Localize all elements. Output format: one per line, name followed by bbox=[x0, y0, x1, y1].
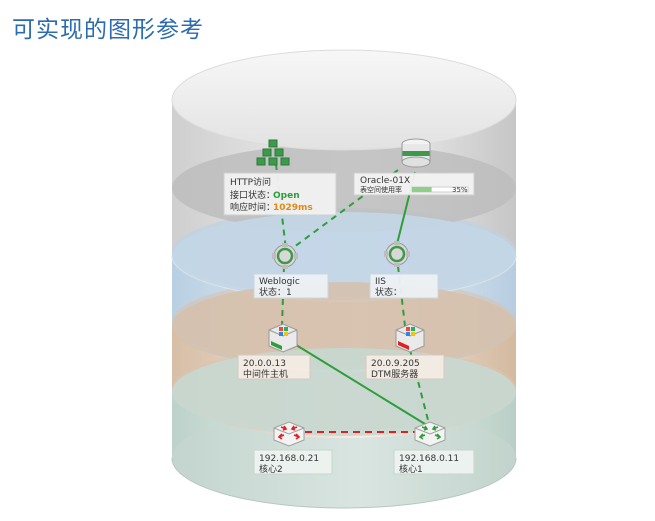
page-title: 可实现的图形参考 bbox=[12, 17, 204, 43]
oracle-title: Oracle-01X bbox=[360, 176, 410, 186]
node-weblogic[interactable]: Weblogic 状态：1 bbox=[253, 243, 329, 299]
weblogic-info-box bbox=[253, 273, 329, 299]
node-oracle[interactable]: Oracle-01X 表空间使用率 35% bbox=[353, 138, 475, 196]
weblogic-title: Weblogic bbox=[259, 277, 300, 287]
http-info-box bbox=[223, 172, 337, 216]
core1-name: 核心1 bbox=[399, 463, 423, 475]
http-time-label: 响应时间： bbox=[230, 201, 275, 213]
core1-ip: 192.168.0.11 bbox=[399, 454, 459, 464]
core2-ip: 192.168.0.21 bbox=[259, 454, 319, 464]
oracle-usage-percent: 35% bbox=[452, 186, 468, 194]
node-iis[interactable]: IIS 状态： bbox=[369, 241, 439, 299]
node-http[interactable]: HTTP访问 接口状态： Open 响应时间： 1029ms bbox=[223, 139, 337, 216]
http-title: HTTP访问 bbox=[230, 176, 271, 188]
host2-info-box bbox=[365, 354, 445, 380]
host2-ip: 20.0.9.205 bbox=[371, 359, 420, 369]
network-cluster-icon bbox=[256, 139, 290, 166]
node-core2[interactable]: 192.168.0.21 核心2 bbox=[253, 421, 333, 475]
http-time-value: 1029ms bbox=[273, 203, 313, 213]
core-switch-icon bbox=[414, 421, 446, 447]
node-host1[interactable]: 20.0.0.13 中间件主机 bbox=[237, 323, 311, 380]
core2-info-box bbox=[253, 449, 333, 475]
link-host1-core1[interactable] bbox=[287, 339, 426, 425]
iis-status: 状态： bbox=[375, 286, 402, 298]
node-core1[interactable]: 192.168.0.11 核心1 bbox=[393, 421, 475, 475]
node-host2[interactable]: 20.0.9.205 DTM服务器 bbox=[365, 323, 445, 380]
core2-name: 核心2 bbox=[259, 463, 283, 475]
database-icon bbox=[401, 138, 431, 168]
http-status-value: Open bbox=[273, 191, 300, 201]
iis-title: IIS bbox=[375, 277, 386, 287]
host1-ip: 20.0.0.13 bbox=[243, 359, 286, 369]
oracle-usage-fill bbox=[412, 187, 432, 192]
core-switch-icon bbox=[273, 421, 305, 447]
middleware-gear-icon bbox=[384, 241, 410, 267]
weblogic-status: 状态：1 bbox=[259, 286, 292, 298]
windows-server-icon bbox=[268, 323, 298, 353]
host1-name: 中间件主机 bbox=[243, 368, 288, 380]
host2-name: DTM服务器 bbox=[371, 368, 418, 380]
oracle-usage-label: 表空间使用率 bbox=[360, 185, 402, 194]
core1-info-box bbox=[393, 449, 475, 475]
middleware-gear-icon bbox=[272, 243, 298, 269]
host1-info-box bbox=[237, 354, 311, 380]
host-layer-top bbox=[172, 282, 516, 370]
http-status-label: 接口状态： bbox=[230, 189, 275, 201]
iis-info-box bbox=[369, 273, 439, 299]
windows-server-icon bbox=[395, 323, 425, 353]
